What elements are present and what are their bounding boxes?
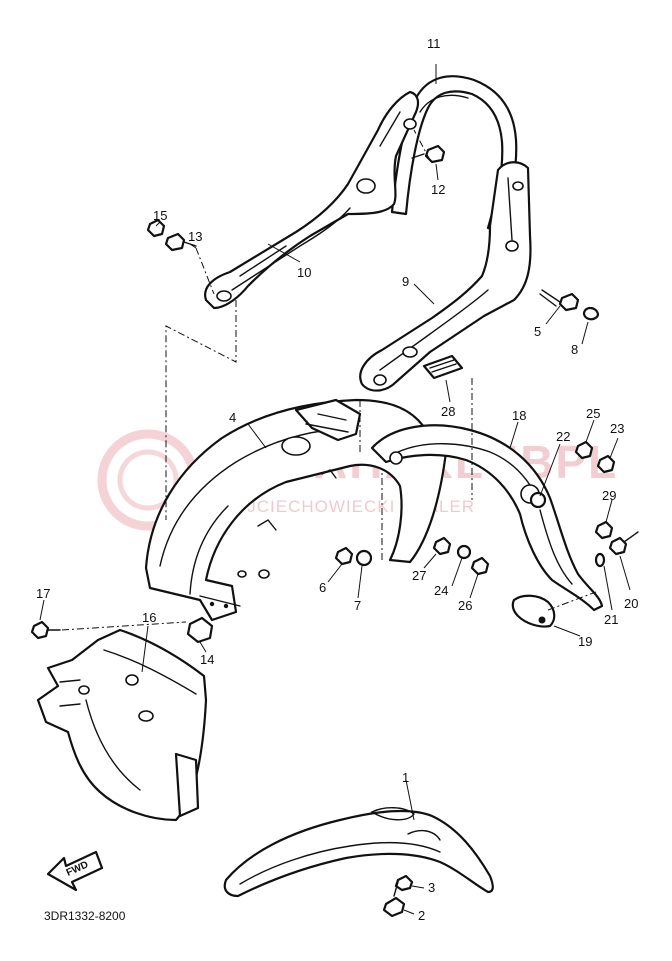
part-23-bolt: [596, 454, 616, 474]
part-26-nut: [470, 556, 490, 576]
part-4-rear-fender: [144, 398, 448, 622]
callout-7: 7: [354, 598, 361, 613]
part-6-nut: [334, 546, 354, 566]
callout-9: 9: [402, 274, 409, 289]
part-22-collar: [529, 491, 547, 509]
part-12-bolt: [411, 144, 446, 164]
part-10-left-bracket: [204, 90, 420, 310]
callout-15: 15: [153, 208, 167, 223]
callout-21: 21: [604, 612, 618, 627]
part-8-cap-nut: [582, 306, 600, 321]
callout-3: 3: [428, 880, 435, 895]
part-5-bolt: [539, 289, 580, 312]
part-28-plate: [422, 354, 464, 380]
callout-12: 12: [431, 182, 445, 197]
callout-24: 24: [434, 583, 448, 598]
part-20-screw: [608, 531, 639, 556]
watermark-logo-inner: [117, 449, 179, 511]
diagram-code: 3DR1332-8200: [44, 909, 126, 923]
assembly-guides: [61, 129, 597, 631]
callout-23: 23: [610, 421, 624, 436]
callout-14: 14: [200, 652, 214, 667]
callout-6: 6: [319, 580, 326, 595]
part-16-inner-panel: [36, 628, 208, 822]
callout-10: 10: [297, 265, 311, 280]
callout-8: 8: [571, 342, 578, 357]
callout-1: 1: [402, 770, 409, 785]
callout-29: 29: [602, 488, 616, 503]
part-29-nut: [594, 520, 614, 540]
callout-4: 4: [229, 410, 236, 425]
callout-28: 28: [441, 404, 455, 419]
part-14-nut: [186, 616, 214, 644]
callout-5: 5: [534, 324, 541, 339]
fwd-arrow: FWD: [46, 850, 104, 892]
callout-18: 18: [512, 408, 526, 423]
callout-labels: 11 12 13 15 10 9 5 8 4 28 18 25 23 22 29…: [36, 36, 638, 923]
callout-20: 20: [624, 596, 638, 611]
callout-16: 16: [142, 610, 156, 625]
hardware: [30, 144, 639, 918]
callout-25: 25: [586, 406, 600, 421]
part-17-bolt: [30, 620, 61, 640]
callout-22: 22: [556, 429, 570, 444]
callout-19: 19: [578, 634, 592, 649]
part-27-nut: [432, 536, 452, 556]
callout-13: 13: [188, 229, 202, 244]
callout-11: 11: [427, 36, 441, 51]
part-13-bolt: [164, 232, 197, 252]
part-21-washer: [594, 552, 606, 568]
part-2-bolt: [382, 881, 406, 918]
part-24-washer: [456, 544, 472, 560]
leader-lines: [39, 64, 631, 915]
part-1-front-fender: [223, 807, 494, 898]
callout-27: 27: [412, 568, 426, 583]
callout-2: 2: [418, 908, 425, 923]
part-7-washer: [355, 549, 373, 567]
callout-17: 17: [36, 586, 50, 601]
callout-26: 26: [458, 598, 472, 613]
part-3-washer: [394, 874, 414, 892]
part-19-plate: [511, 594, 556, 628]
part-15-nut: [146, 218, 166, 238]
part-9-right-bracket: [359, 161, 532, 392]
